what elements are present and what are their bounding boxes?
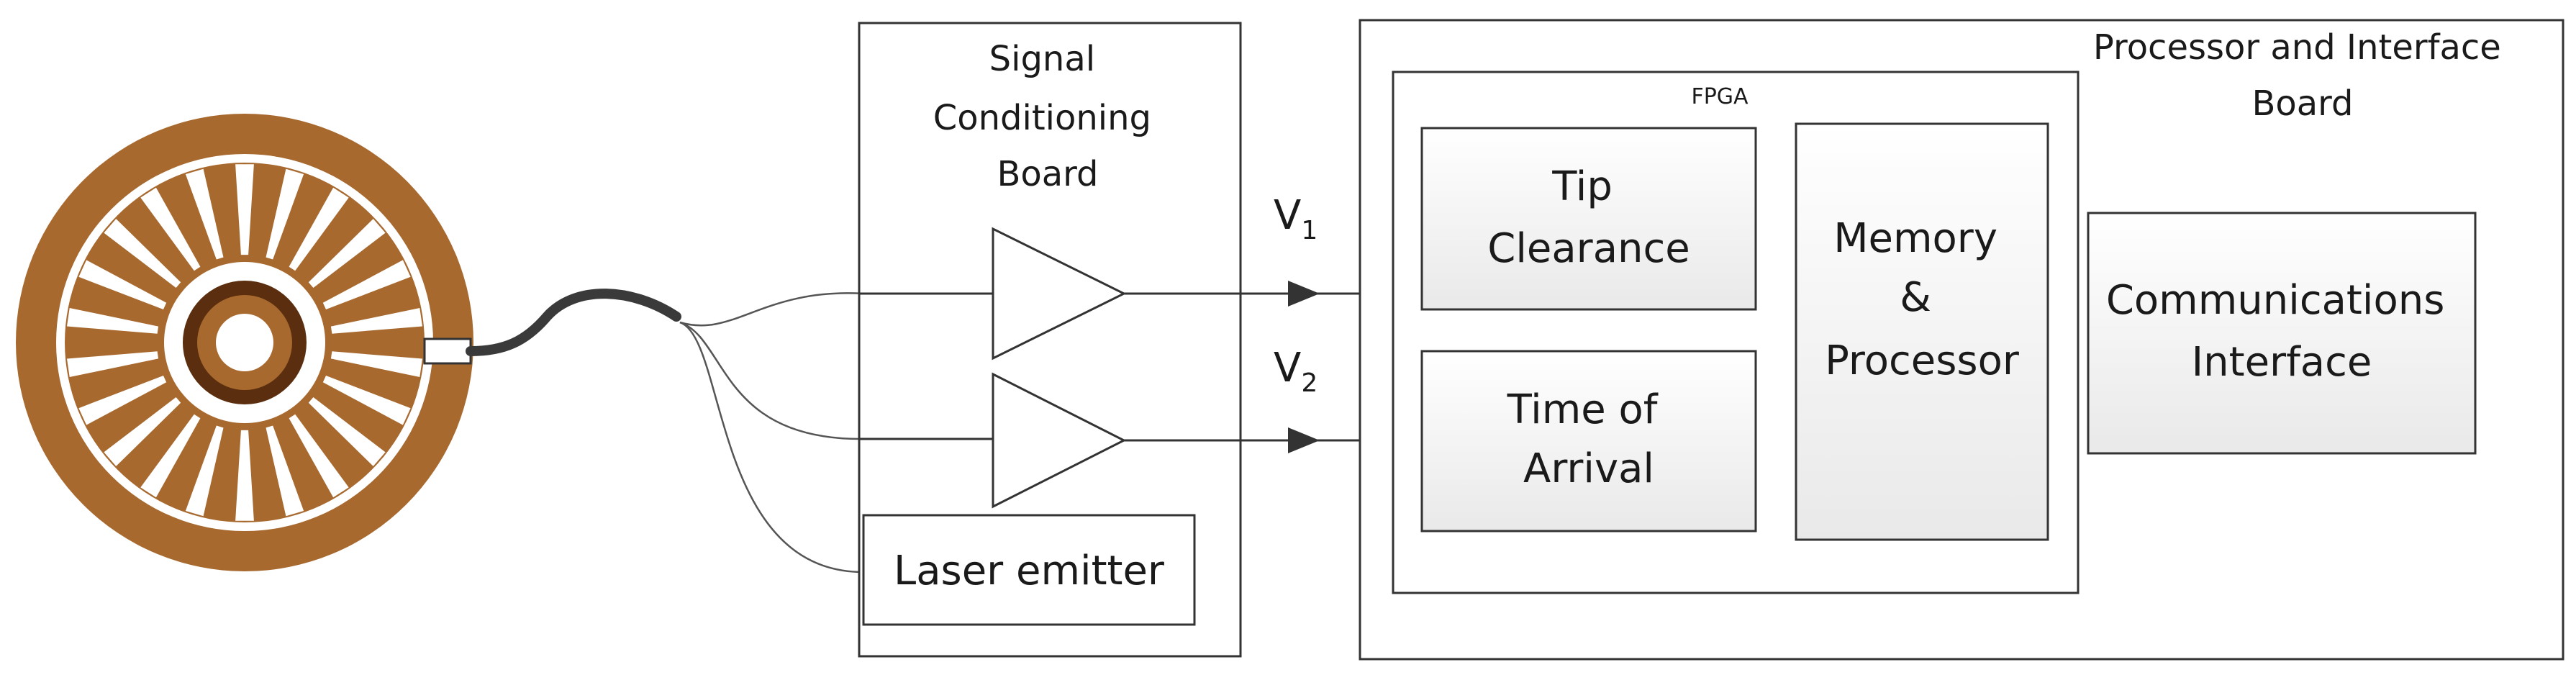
amplifier-1	[992, 227, 1127, 361]
signal-board-title-line-1: Signal	[989, 39, 1095, 79]
signal-v2-sub: 2	[1301, 368, 1318, 398]
rotor-blade-gap	[235, 430, 254, 521]
communications-line-1: Communications	[2106, 277, 2445, 324]
rotor-blade-gap	[322, 376, 411, 425]
fiber-cable	[466, 289, 681, 356]
signal-v2-base: V	[1274, 345, 1301, 391]
communications-line-2: Interface	[2192, 339, 2372, 386]
signal-v2-arrowhead	[1288, 427, 1320, 453]
turbine-rotor	[16, 114, 473, 571]
rotor-blade-gap	[78, 260, 167, 309]
signal-board-title-line-3: Board	[997, 154, 1098, 194]
rotor-blade-gap	[289, 187, 349, 271]
fpga-title: FPGA	[1691, 84, 1749, 109]
processor-board-title-line-1: Processor and Interface	[2093, 27, 2501, 68]
rotor-blade-gap	[235, 164, 254, 255]
tip-clearance-label: Tip Clearance	[1487, 163, 1690, 272]
optical-probe	[423, 337, 472, 365]
signal-v2-label: V2	[1274, 345, 1318, 398]
time-of-arrival-block	[1420, 350, 1757, 532]
laser-emitter-box	[862, 514, 1196, 626]
signal-board-title-line-2: Conditioning	[933, 98, 1151, 138]
rotor-blade-gap	[266, 425, 304, 517]
tip-clearance-block	[1420, 127, 1757, 311]
rotor-blade-gap	[78, 376, 167, 425]
rotor-blade-gap	[330, 308, 422, 334]
fiber-branch-2	[679, 321, 864, 440]
time-of-arrival-label: Time of Arrival	[1507, 386, 1671, 492]
rotor-blade-gap	[330, 351, 422, 377]
rotor-blade-gap	[289, 414, 349, 498]
rotor-blade-gap	[308, 397, 386, 466]
laser-emitter-label: Laser emitter	[894, 548, 1165, 594]
tip-clearance-line-2: Clearance	[1487, 225, 1690, 272]
rotor-blade-gaps	[67, 164, 422, 521]
signal-v1-label: V1	[1274, 192, 1318, 245]
rotor-blade-gap	[322, 260, 411, 309]
communications-interface-label: Communications Interface	[2106, 277, 2457, 386]
signal-v1-arrowhead	[1288, 281, 1320, 307]
fiber-branch-3	[679, 321, 864, 574]
signal-board-title: Signal Conditioning Board	[933, 39, 1163, 194]
memory-processor-line-3: Processor	[1825, 337, 2020, 384]
time-of-arrival-line-1: Time of	[1507, 386, 1659, 433]
rotor-blade-gap	[67, 308, 159, 334]
rotor-blade-gap	[67, 351, 159, 377]
fiber-branch-1	[679, 292, 864, 327]
memory-processor-line-2: &	[1900, 274, 1931, 321]
time-of-arrival-line-2: Arrival	[1523, 445, 1654, 492]
rotor-blade-gap	[266, 168, 304, 260]
memory-processor-block	[1795, 122, 2049, 541]
rotor-blade-gap	[104, 219, 181, 288]
amplifier-2	[992, 372, 1127, 509]
memory-processor-label: Memory & Processor	[1825, 215, 2020, 384]
communications-interface-block	[2087, 212, 2477, 455]
memory-processor-line-1: Memory	[1833, 215, 1997, 262]
tip-clearance-line-1: Tip	[1551, 163, 1613, 210]
rotor-hub-center	[216, 314, 273, 371]
rotor-blade-gap	[104, 397, 181, 466]
processor-board-title-line-2: Board	[2251, 83, 2353, 124]
rotor-blade-gap	[185, 168, 224, 260]
signal-v1-base: V	[1274, 192, 1301, 239]
signal-v1-sub: 1	[1301, 216, 1318, 245]
rotor-blade-gap	[185, 425, 224, 517]
rotor-blade-gap	[140, 187, 201, 271]
processor-board-title: Processor and Interface Board	[2093, 27, 2512, 124]
rotor-blade-gap	[140, 414, 201, 498]
rotor-blade-gap	[308, 219, 386, 288]
